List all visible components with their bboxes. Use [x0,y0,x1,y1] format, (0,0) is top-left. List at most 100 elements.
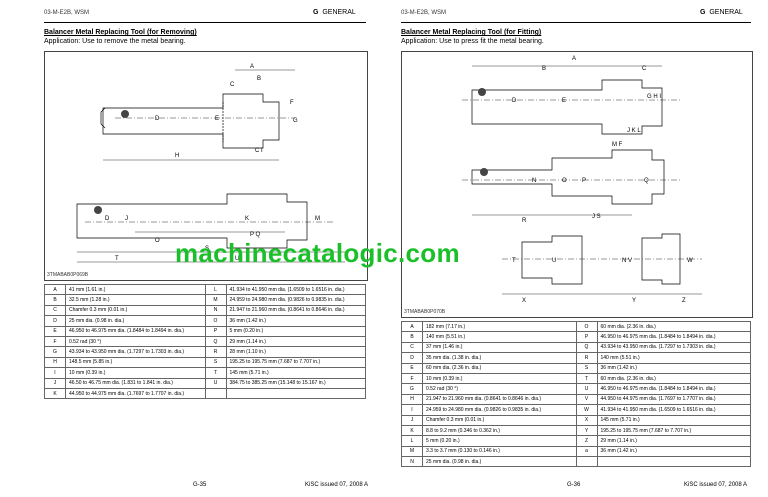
section-heading: G GENERAL [313,9,356,16]
section-letter: G [700,9,706,16]
spec-value: 36 mm (1.42 in.) [225,315,366,327]
spec-key: E [44,325,66,337]
spec-key: U [575,383,598,395]
dim-label-b: B [257,76,261,82]
spec-value: 24.959 to 24.980 mm dia. (0.9826 to 0.98… [225,294,366,306]
spec-value: 36 mm (1.42 in.) [596,362,751,374]
spec-value: 46.950 to 46.975 mm dia. (1.8484 to 1.84… [65,325,206,337]
spec-key: H [44,356,66,369]
dim-label-u: U [552,258,556,264]
spec-key: W [575,404,598,416]
spec-key: E [401,362,423,374]
spec-value: 35 mm dia. (1.38 in. dia.) [422,352,577,364]
spec-key: R [204,346,227,358]
spec-key: K [44,387,66,400]
dim-label-d: D [512,98,517,104]
spec-key: M [204,294,227,306]
spec-key: O [575,320,598,333]
spec-value: 28 mm (1.10 in.) [225,346,366,358]
tool-drawing: A B C F D E G H C I D J K M O S T U P Q [44,51,368,281]
dim-label-j-s: J S [592,214,601,220]
dim-label-j-k-l: J K L [627,128,641,134]
spec-value: 29 mm (1.14 in.) [596,435,751,447]
spec-value: 43.934 to 43.950 mm dia. (1.7297 to 1.73… [65,346,206,358]
dim-label-b: B [542,66,546,72]
spec-key: A [44,283,66,296]
tool-application: Application: Use to remove the metal bea… [44,38,186,45]
spec-key: D [44,315,66,327]
dim-label-m-f: M F [612,142,623,148]
spec-value: 46.950 to 46.975 mm dia. (1.8484 to 1.84… [596,331,751,343]
right-page: 03-M-E2B, WSM G GENERAL Balancer Metal R… [384,0,768,497]
dim-label-t: T [512,258,516,264]
dim-label-n: N [532,178,536,184]
dim-label-d: D [155,116,160,122]
spec-key: G [401,383,423,395]
spec-value: 10 mm (0.39 in.) [422,372,577,385]
spec-value: 25 mm dia. (0.98 in. dia.) [65,315,206,327]
dim-label-k: K [245,216,249,222]
spec-value: 32.5 mm (1.28 in.) [65,294,206,306]
dim-label-c: C [230,82,235,88]
spec-key: Z [575,435,598,447]
spec-value: 37 mm (1.46 in.) [422,341,577,354]
figure-code: 3TMABAB0P069B [47,272,89,278]
spec-key: N [204,304,227,317]
issue-note: KiSC issued 07, 2008 A [684,482,748,488]
spec-key: P [204,325,227,337]
logo-mark-icon [94,206,102,214]
dim-label-s: S [205,246,209,252]
spec-key: B [44,294,66,306]
section-letter: G [313,9,319,16]
page-number: G-36 [567,482,581,488]
spec-key: S [204,356,227,369]
spec-value: 145 mm (5.71 in.) [225,367,366,379]
spec-value: 145 mm (5.71 in.) [596,414,751,426]
spec-value: 44.950 to 44.975 mm dia. (1.7697 to 1.77… [65,387,206,400]
spec-value: 384.75 to 385.25 mm (15.148 to 15.167 in… [225,377,366,389]
dim-label-f: F [290,100,294,106]
dim-label-n-v: N V [622,258,632,264]
spec-value: 41.934 to 41.950 mm dia. (1.6509 to 1.65… [596,404,751,416]
section-heading: G GENERAL [700,9,743,16]
spec-value: 46.950 to 46.975 mm dia. (1.8484 to 1.84… [596,383,751,395]
spec-value: 41 mm (1.61 in.) [65,283,206,296]
spec-value: 60 mm dia. (2.36 in. dia.) [596,320,751,333]
dim-label-e: E [562,98,566,104]
spec-key: V [575,393,598,406]
tool-drawing-svg: A B C F D E G H C I D J K M O S T U P Q [76,64,345,263]
dim-label-o: O [155,238,160,244]
spec-key: S [575,362,598,374]
spec-key: J [44,377,66,389]
spec-value: 3.3 to 3.7 mm (0.130 to 0.146 in.) [422,445,577,458]
spec-key: H [401,393,423,406]
spec-value: 29 mm (1.14 in.) [225,335,366,348]
dim-label-a: A [250,64,254,70]
spec-key: L [401,435,423,447]
spec-key: K [401,424,423,437]
tool-drawing-svg: A B C D E G H I J K L M F N O P Q R J S … [462,56,702,304]
section-name: GENERAL [709,9,743,16]
spec-value: 5 mm (0.20 in.) [225,325,366,337]
page-number: G-35 [193,482,207,488]
header-rule [44,22,366,23]
dim-label-o: O [562,178,567,184]
dim-label-z: Z [682,298,686,304]
spec-value: 140 mm (5.51 in.) [422,331,577,343]
spec-key [204,387,227,400]
